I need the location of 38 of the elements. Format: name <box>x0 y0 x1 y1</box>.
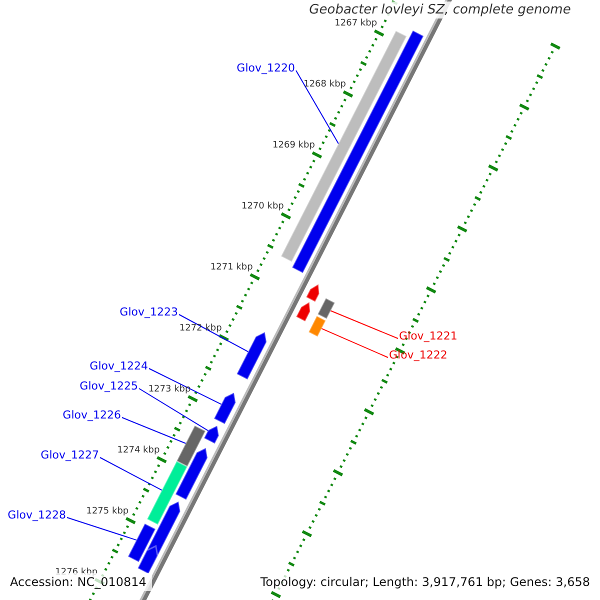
scale-label: 1274 kbp <box>117 446 160 456</box>
leader-line <box>178 314 249 352</box>
gene-feature <box>176 424 206 468</box>
gene-feature <box>174 446 208 501</box>
scale-label: 1267 kbp <box>334 20 378 29</box>
gene-label: Glov_1227 <box>40 450 99 460</box>
gene-feature <box>308 315 327 338</box>
leader-line <box>148 368 222 405</box>
gene-feature <box>213 392 236 426</box>
gene-label: Glov_1225 <box>80 380 138 392</box>
gene-label: Glov_1223 <box>120 306 178 318</box>
leader-line <box>66 517 137 541</box>
scale-label: 1270 kbp <box>241 202 284 212</box>
gene-label: Glov_1221 <box>399 330 458 342</box>
gene-label: Glov_1220 <box>236 62 295 74</box>
leader-line <box>296 70 339 144</box>
scale-label: 1273 kbp <box>148 385 191 394</box>
gene-feature <box>203 424 220 445</box>
scale-label: 1268 kbp <box>304 80 346 90</box>
gene-feature <box>127 522 157 563</box>
gene-feature <box>136 544 158 575</box>
leader-line <box>321 328 388 358</box>
gene-label: Glov_1224 <box>90 360 148 372</box>
leader-line <box>330 310 398 339</box>
scale-label: 1271 kbp <box>210 263 253 272</box>
gene-feature <box>295 300 311 322</box>
gene-feature <box>316 297 336 320</box>
gene-label: Glov_1222 <box>389 350 448 360</box>
leader-line <box>138 388 208 432</box>
gene-label: Glov_1226 <box>62 410 121 420</box>
scale-label: 1269 kbp <box>272 141 315 150</box>
gene-feature <box>236 331 268 380</box>
gene-label: Glov_1228 <box>8 510 66 520</box>
scale-label: 1275 kbp <box>86 507 129 516</box>
gene-feature <box>146 460 188 526</box>
gene-feature <box>305 283 320 303</box>
scale-label: 1272 kbp <box>179 324 222 334</box>
leader-line <box>100 457 162 491</box>
